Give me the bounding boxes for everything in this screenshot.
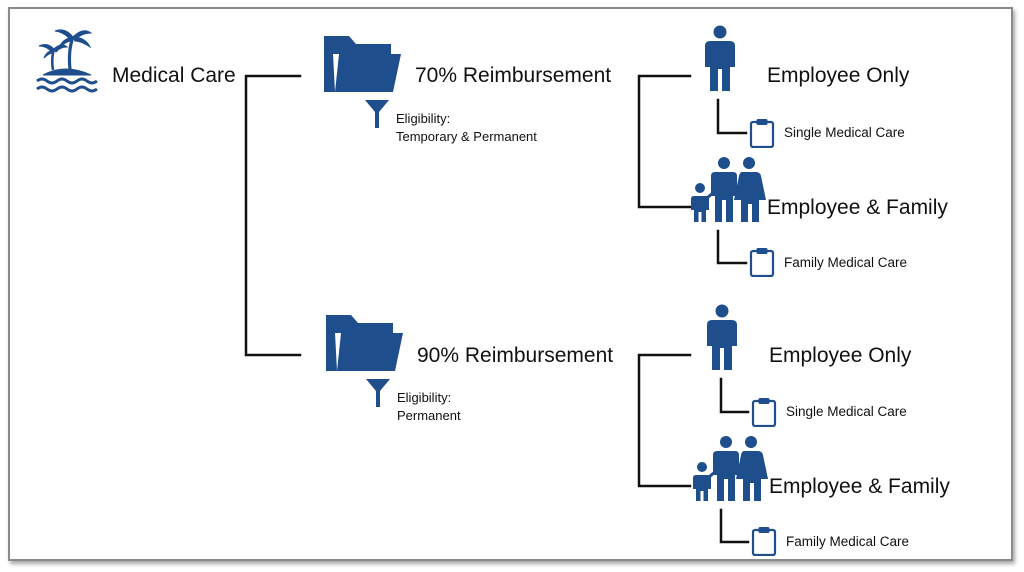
branch-2-connector <box>637 353 692 488</box>
clipboard-icon <box>751 527 777 556</box>
branch-1-connector <box>637 74 692 209</box>
diagram-frame <box>8 7 1013 561</box>
branch-2-option-2-plan: Family Medical Care <box>786 534 910 549</box>
island-palm-icon <box>36 29 98 93</box>
root-label: Medical Care <box>112 64 236 87</box>
branch-2-option-2-label: Employee & Family <box>769 475 950 498</box>
plan-2-2-connector <box>719 508 750 544</box>
eligibility-title: Eligibility: <box>397 390 452 405</box>
branch-2-option-1-label: Employee Only <box>769 344 912 367</box>
eligibility-title: Eligibility: <box>396 111 451 126</box>
eligibility-value: Permanent <box>397 408 461 423</box>
branch-1-option-2-label: Employee & Family <box>767 196 948 219</box>
eligibility-value: Temporary & Permanent <box>396 129 537 144</box>
branch-1-label: 70% Reimbursement <box>415 64 612 87</box>
person-icon <box>707 304 737 370</box>
folder-icon <box>324 36 401 92</box>
plan-2-1-connector <box>719 377 750 414</box>
clipboard-icon <box>749 119 775 148</box>
branch-2-eligibility: Eligibility: Permanent <box>397 389 461 425</box>
branch-1-option-1-label: Employee Only <box>767 64 910 87</box>
plan-1-2-connector <box>716 229 748 265</box>
plan-1-1-connector <box>716 98 748 135</box>
root-connector <box>244 74 302 357</box>
family-icon <box>693 436 768 501</box>
branch-2-option-1-plan: Single Medical Care <box>786 404 907 419</box>
family-icon <box>691 157 766 222</box>
funnel-icon <box>365 100 389 128</box>
folder-icon <box>326 315 403 371</box>
branch-1-option-1-plan: Single Medical Care <box>784 125 905 140</box>
person-icon <box>705 25 735 91</box>
clipboard-icon <box>751 398 777 427</box>
branch-1-eligibility: Eligibility: Temporary & Permanent <box>396 110 537 146</box>
branch-2-label: 90% Reimbursement <box>417 344 614 367</box>
funnel-icon <box>366 379 390 407</box>
branch-1-option-2-plan: Family Medical Care <box>784 255 908 270</box>
clipboard-icon <box>749 248 775 277</box>
